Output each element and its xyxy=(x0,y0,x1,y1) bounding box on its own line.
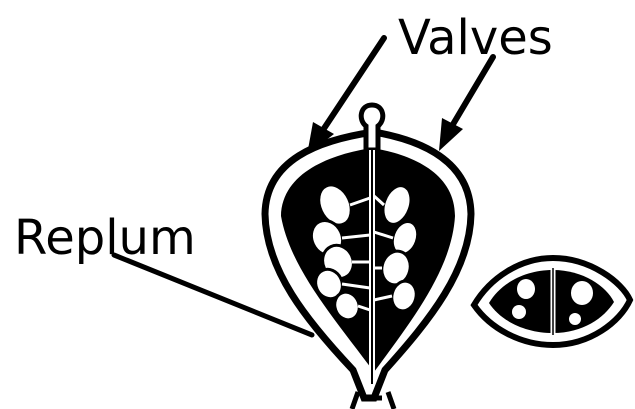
locule-dark-interior xyxy=(281,148,455,372)
valves-label: Valves xyxy=(398,10,553,66)
silique-longitudinal xyxy=(265,105,471,409)
valves-pointer-right xyxy=(439,57,493,151)
beak xyxy=(361,105,383,150)
silique-cross-section xyxy=(474,258,630,345)
replum-label: Replum xyxy=(14,210,196,266)
